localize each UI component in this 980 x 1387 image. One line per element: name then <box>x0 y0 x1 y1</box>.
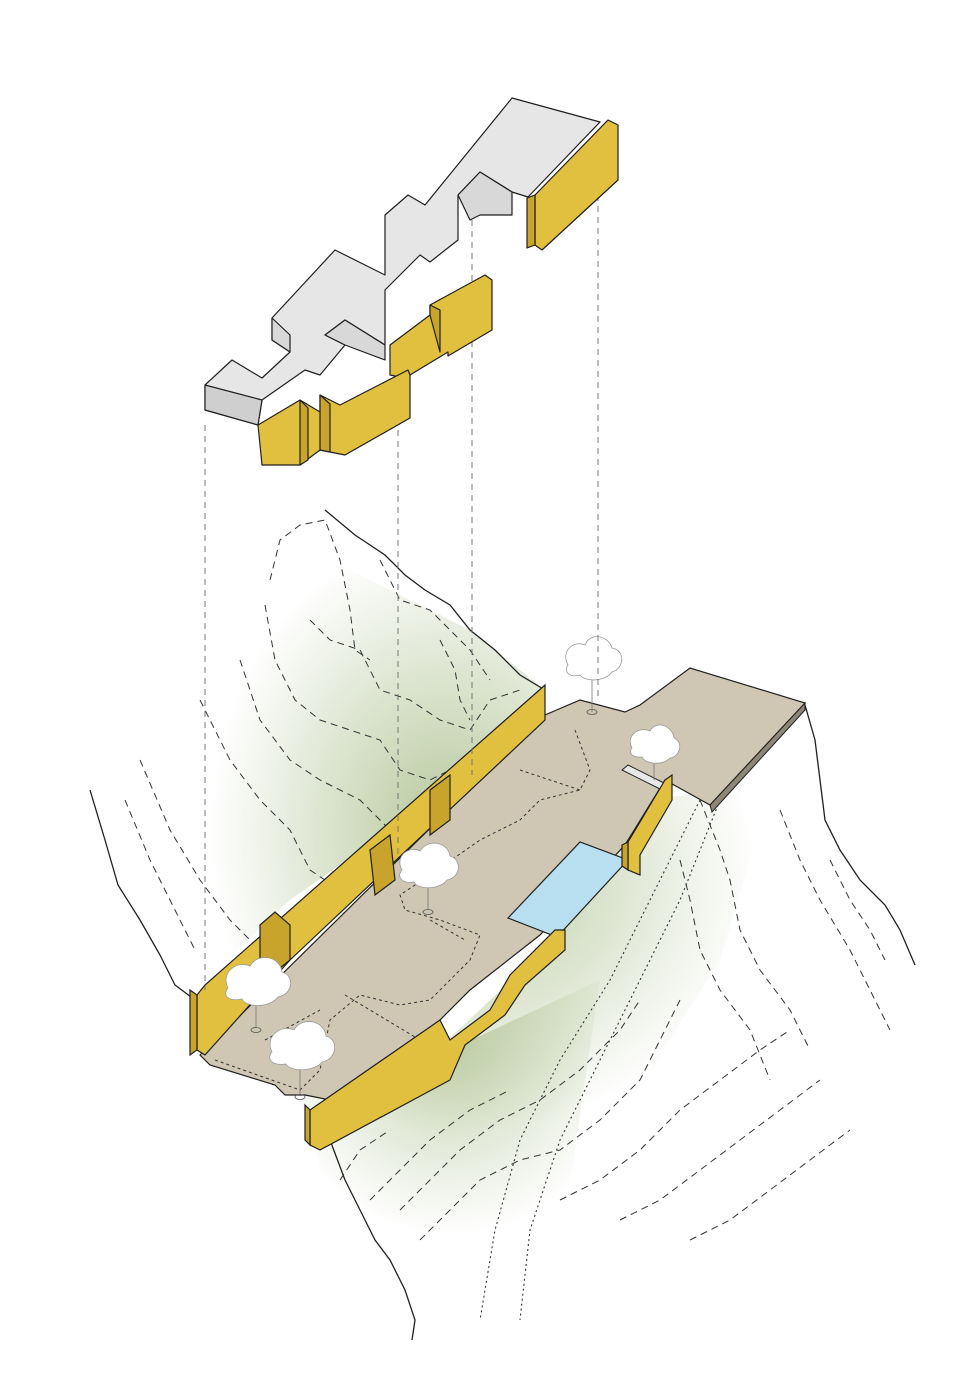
terrain-edge-right <box>804 704 916 966</box>
tree-3 <box>399 842 459 915</box>
terrain-edge-bottom <box>329 1139 416 1341</box>
wall-back-notch-2 <box>369 833 396 897</box>
wall-front-face <box>309 929 566 1151</box>
path-lines <box>479 799 721 1321</box>
wall-front-top <box>304 1103 311 1147</box>
wall-back-notch-3 <box>429 773 451 837</box>
terrace-edge <box>709 701 806 813</box>
trees <box>225 636 681 1100</box>
terrain-edge-top <box>324 509 546 691</box>
roof-inner-courtyard <box>457 171 513 221</box>
roof-inner-step <box>271 317 291 353</box>
vegetation-lower <box>300 980 600 1300</box>
roof-wall-right-side <box>526 194 536 249</box>
roof-wall-mid-side <box>429 304 441 353</box>
roof-volume <box>204 97 619 466</box>
retaining-walls <box>189 683 673 1151</box>
terrain-contours <box>124 519 891 1241</box>
roof-wall-left-fold-2 <box>319 394 331 453</box>
tree-1 <box>565 636 623 715</box>
tree-2 <box>629 724 681 780</box>
wall-right-face <box>627 773 673 876</box>
roof-wall-left-fold-1 <box>299 399 309 466</box>
tree-4 <box>225 957 291 1033</box>
roof-wall-mid-face <box>389 274 493 379</box>
wall-back-side <box>189 988 198 1057</box>
vegetation-left <box>150 560 545 1055</box>
wall-right-side <box>621 841 629 872</box>
floor-plan-trace <box>214 729 591 1091</box>
tree-5 <box>269 1021 335 1100</box>
roof-inner-notch <box>324 319 386 361</box>
